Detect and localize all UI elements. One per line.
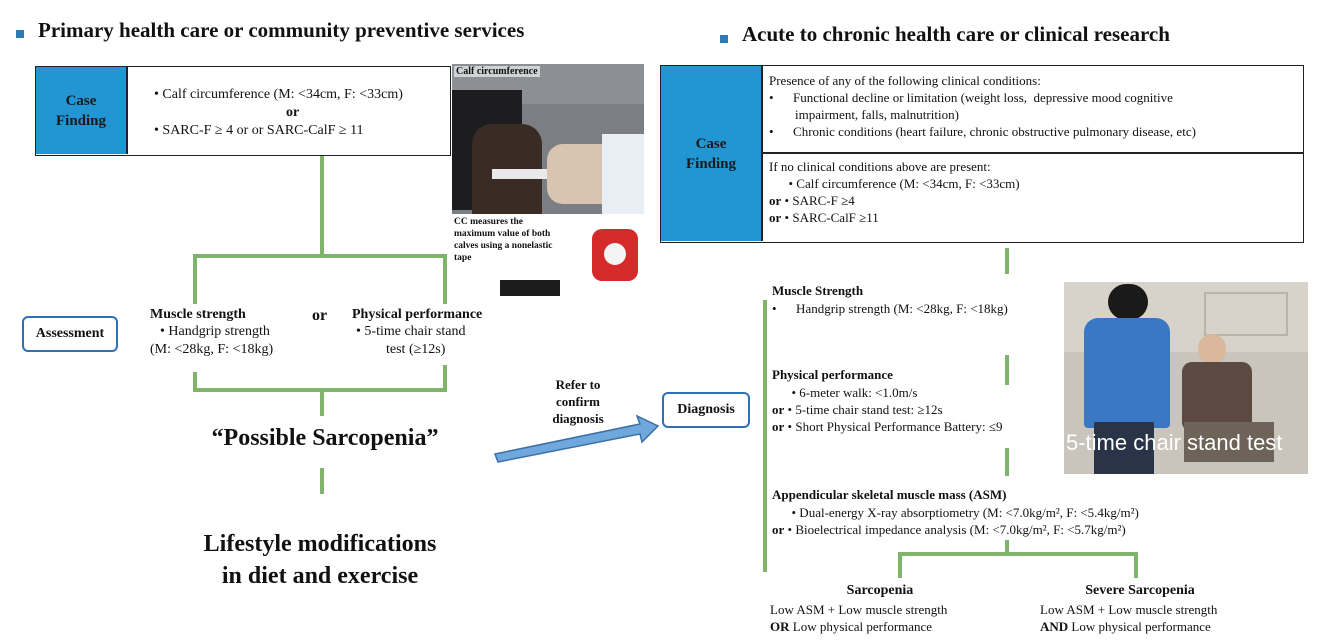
photo-elder-head [1198, 334, 1226, 364]
left-muscle-line-1: • Handgrip strength [160, 324, 270, 339]
right-case-finding-box: Case Finding Presence of any of the foll… [660, 65, 1304, 243]
right-muscle-strength-title: Muscle Strength [772, 283, 864, 298]
right-header-bullet [720, 30, 728, 48]
assessment-label: Assessment [22, 316, 118, 352]
severe-sarcopenia-line-2: AND Low physical performance [1040, 619, 1211, 634]
connector-right-bracket [763, 300, 767, 572]
connector-to-lifestyle [320, 468, 324, 494]
right-top-line-2: • Functional decline or limitation (weig… [769, 90, 1173, 105]
refer-label-line-2: confirm [555, 394, 601, 409]
photo-measuring-tape [492, 169, 582, 179]
connector-right-split [898, 552, 1138, 556]
photo-blue-vest [1084, 318, 1170, 428]
right-bottom-block: If no clinical conditions above are pres… [769, 158, 1020, 226]
left-case-finding-label: Case Finding [36, 67, 126, 154]
photo-person-hair [1108, 284, 1148, 320]
connector-to-severe [1134, 552, 1138, 578]
connector-left-split [193, 254, 447, 258]
left-muscle-strength-title: Muscle strength [150, 307, 246, 322]
left-performance-line-1: • 5-time chair stand [356, 324, 466, 339]
refer-label-line-3: diagnosis [552, 411, 604, 426]
photo-white-coat [602, 134, 644, 224]
tape-measure-icon [592, 229, 638, 281]
left-case-finding-box: Case Finding • Calf circumference (M: <3… [35, 66, 451, 156]
connector-left-to-performance [443, 254, 447, 304]
photo-chair [1184, 422, 1274, 462]
right-performance-block: • 6-meter walk: <1.0m/s or • 5-time chai… [772, 384, 1002, 435]
connector-right-to-split [1005, 540, 1009, 554]
asm-title: Appendicular skeletal muscle mass (ASM) [772, 487, 1007, 502]
refer-label: Refer to confirm diagnosis [538, 376, 618, 427]
left-case-line-or: or [286, 105, 300, 120]
asm-block: • Dual-energy X-ray absorptiometry (M: <… [772, 504, 1139, 538]
photo-shoe [500, 280, 560, 296]
refer-label-line-1: Refer to [555, 377, 601, 392]
chair-stand-photo-caption: 5-time chair stand test [1066, 430, 1283, 455]
right-bottom-line-1: If no clinical conditions above are pres… [769, 159, 991, 174]
photo-elder-body [1182, 362, 1252, 432]
left-header-bullet [16, 25, 24, 43]
asm-line-2: or • Bioelectrical impedance analysis (M… [772, 522, 1126, 537]
possible-sarcopenia: “Possible Sarcopenia” [211, 425, 439, 451]
lifestyle-line-1: Lifestyle modifications [203, 531, 437, 557]
sarcopenia-line-1: Low ASM + Low muscle strength [770, 602, 948, 617]
right-top-line-3: impairment, falls, malnutrition) [769, 107, 959, 122]
connector-right-to-perf [1005, 355, 1009, 385]
left-case-divider [126, 67, 128, 154]
connector-left-vertical-1 [320, 156, 324, 256]
right-top-line-4: • Chronic conditions (heart failure, chr… [769, 124, 1196, 139]
right-bottom-line-2: • Calf circumference (M: <34cm, F: <33cm… [769, 176, 1020, 191]
right-muscle-strength-line: • Handgrip strength (M: <28kg, F: <18kg) [772, 301, 1008, 316]
sarcopenia-title: Sarcopenia [846, 583, 914, 598]
left-case-line-2: • SARC-F ≥ 4 or or SARC-CalF ≥ 11 [154, 123, 364, 138]
refer-arrow [493, 414, 660, 463]
sarcopenia-block: Low ASM + Low muscle strength OR Low phy… [770, 601, 947, 635]
diagnosis-label: Diagnosis [662, 392, 750, 428]
lifestyle-modifications: Lifestyle modifications in diet and exer… [160, 528, 480, 592]
right-case-row-divider [762, 152, 1303, 154]
right-header: Acute to chronic health care or clinical… [742, 22, 1170, 46]
right-performance-line-3: or • Short Physical Performance Battery:… [772, 419, 1003, 434]
left-header: Primary health care or community prevent… [38, 18, 525, 42]
connector-to-possible [320, 390, 324, 416]
severe-sarcopenia-line-1: Low ASM + Low muscle strength [1040, 602, 1218, 617]
left-or-word: or [312, 307, 328, 324]
right-top-line-1: Presence of any of the following clinica… [769, 73, 1041, 88]
chair-stand-photo: 5-time chair stand test [1064, 282, 1308, 474]
right-bottom-line-4: or • SARC-CalF ≥11 [769, 210, 879, 225]
left-muscle-line-2: (M: <28kg, F: <18kg) [150, 342, 274, 357]
calf-photo-caption: CC measures the maximum value of both ca… [454, 217, 553, 263]
left-case-line-1: • Calf circumference (M: <34cm, F: <33cm… [154, 87, 403, 102]
connector-muscle-down [193, 372, 197, 390]
refer-arrow-shape [493, 414, 660, 463]
right-performance-title: Physical performance [772, 367, 893, 382]
tape-dial [604, 243, 626, 265]
calf-circumference-photo: Calf circumference CC measures the maxim… [452, 64, 644, 296]
photo-person-jeans [1094, 422, 1154, 474]
severe-sarcopenia-block: Low ASM + Low muscle strength AND Low ph… [1040, 601, 1217, 635]
connector-right-to-asm [1005, 448, 1009, 476]
connector-left-to-muscle [193, 254, 197, 304]
asm-line-1: • Dual-energy X-ray absorptiometry (M: <… [772, 505, 1139, 520]
photo-window [1204, 292, 1288, 336]
connector-performance-down [443, 365, 447, 390]
connector-to-sarcopenia [898, 552, 902, 578]
calf-photo-title: Calf circumference [454, 66, 540, 77]
left-performance-line-2: test (≥12s) [386, 342, 446, 357]
right-top-block: Presence of any of the following clinica… [769, 72, 1196, 140]
left-performance-title: Physical performance [352, 307, 483, 322]
right-case-divider [761, 66, 763, 241]
sarcopenia-line-2: OR Low physical performance [770, 619, 933, 634]
lifestyle-line-2: in diet and exercise [221, 563, 419, 589]
connector-right-top [1005, 248, 1009, 274]
right-case-finding-label: Case Finding [661, 66, 761, 241]
right-performance-line-2: or • 5-time chair stand test: ≥12s [772, 402, 943, 417]
right-bottom-line-3: or • SARC-F ≥4 [769, 193, 855, 208]
right-performance-line-1: • 6-meter walk: <1.0m/s [772, 385, 918, 400]
severe-sarcopenia-title: Severe Sarcopenia [1085, 583, 1195, 598]
